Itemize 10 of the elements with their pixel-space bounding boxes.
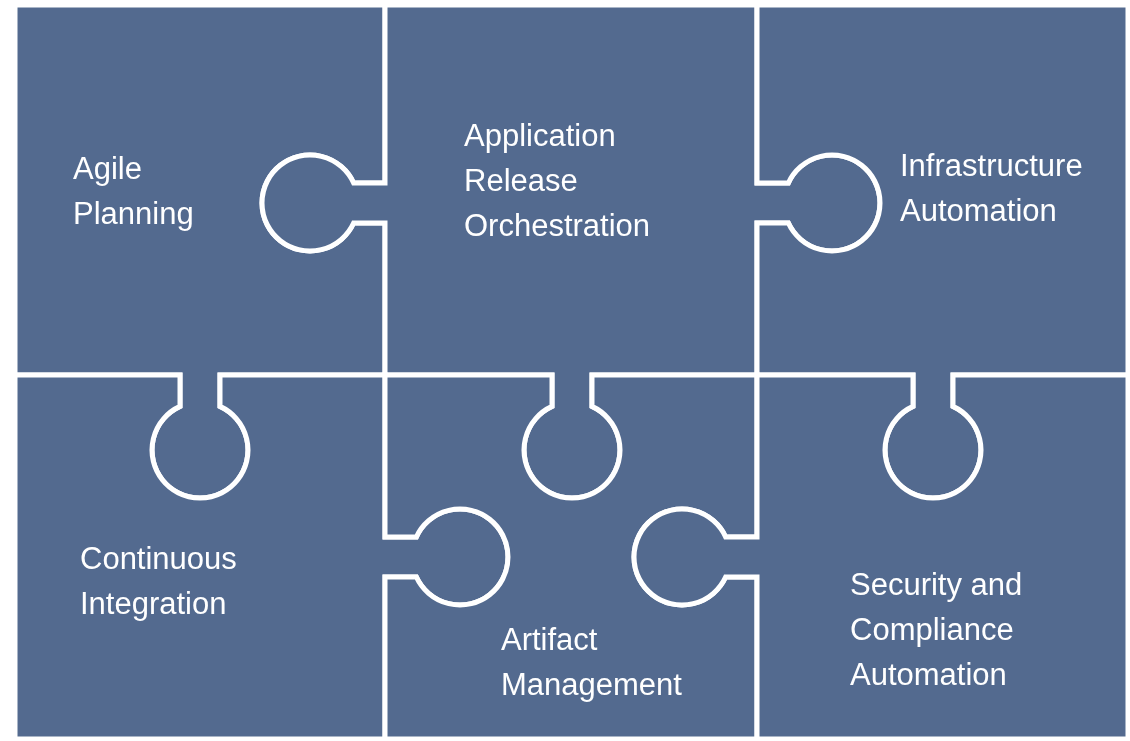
puzzle-piece [262,5,880,498]
piece-label: Security and Compliance Automation [850,566,1024,694]
piece-label: Continuous Integration [80,540,238,623]
puzzle-piece [757,5,1128,498]
piece-label: Infrastructure Automation [900,147,1084,230]
puzzle-piece [385,375,757,739]
piece-label: Agile Planning [73,150,195,233]
puzzle-piece [15,5,385,498]
piece-label: Application Release Orchestration [464,117,652,245]
piece-label: Artifact Management [501,621,683,704]
